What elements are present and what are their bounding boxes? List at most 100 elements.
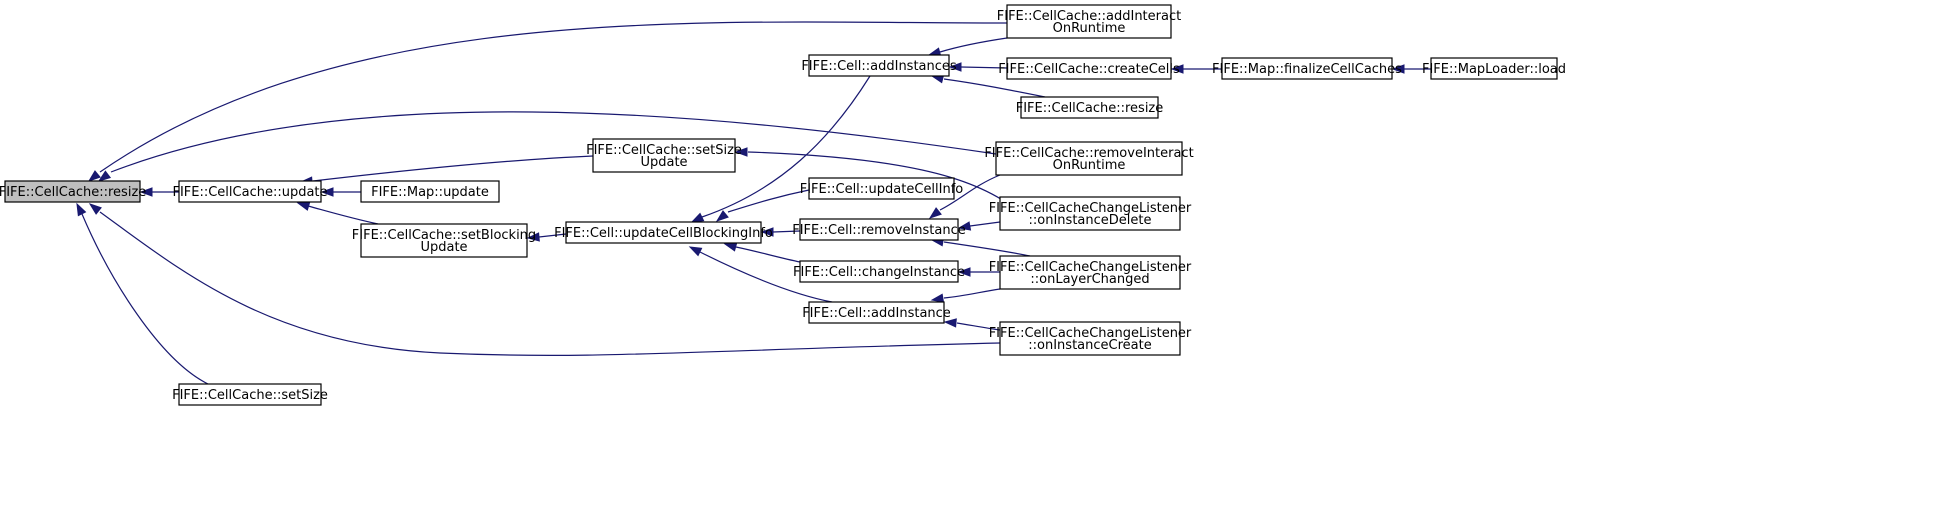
edge-olc-to-addi — [930, 288, 1001, 303]
node-box — [178, 383, 322, 406]
node-label: FIFE::Cell::addInstance — [802, 306, 951, 321]
edge-line — [312, 155, 594, 182]
node-addinsts[interactable]: FIFE::Cell::addInstances — [801, 54, 957, 77]
node-remi[interactable]: FIFE::Cell::removeInstance — [792, 218, 966, 241]
edge-mll-to-fcc — [1391, 64, 1431, 74]
node-cc[interactable]: FIFE::CellCache::createCells — [998, 57, 1180, 80]
edge-line — [99, 211, 1001, 356]
node-label: FIFE::Cell::updateCellInfo — [800, 182, 964, 197]
arrowhead-icon — [943, 318, 957, 328]
edge-ccsbu-to-ccupd — [296, 201, 379, 225]
node-fcc[interactable]: FIFE::Map::finalizeCellCaches — [1212, 57, 1402, 80]
node-label: FIFE::Cell::removeInstance — [792, 223, 965, 238]
arrowhead-icon — [87, 170, 101, 182]
node-label: FIFE::Cell::addInstances — [801, 59, 957, 74]
node-box — [999, 321, 1181, 356]
arrowhead-icon — [320, 187, 334, 197]
edge-line — [701, 75, 871, 218]
node-box — [1430, 57, 1558, 80]
edge-ccset-to-root — [76, 202, 209, 385]
edge-olc-to-chgi — [957, 267, 1000, 277]
edges-layer — [76, 21, 1431, 385]
arrowhead-icon — [948, 62, 962, 72]
node-ucbi[interactable]: FIFE::Cell::updateCellBlockingInfo — [554, 221, 773, 244]
edge-line — [110, 111, 997, 173]
edge-aior-to-root — [87, 21, 1008, 182]
node-olc[interactable]: FIFE::CellCacheChangeListener::onLayerCh… — [989, 255, 1192, 290]
node-label: ::onLayerChanged — [1030, 272, 1149, 287]
edge-cc-to-addinsts — [948, 62, 1008, 72]
arrowhead-icon — [88, 203, 102, 215]
arrowhead-icon — [139, 187, 153, 197]
node-label: FIFE::Map::finalizeCellCaches — [1212, 62, 1402, 77]
edge-oic-to-root — [88, 203, 1001, 356]
edge-line — [735, 246, 801, 263]
node-ccupd[interactable]: FIFE::CellCache::update — [172, 180, 328, 203]
node-label: FIFE::CellCache::addInteract — [997, 9, 1181, 24]
node-ccres2[interactable]: FIFE::CellCache::resize — [1016, 96, 1164, 119]
node-box — [178, 180, 322, 203]
edge-line — [307, 205, 379, 225]
node-label: ::onInstanceCreate — [1028, 338, 1151, 353]
node-chgi[interactable]: FIFE::Cell::changeInstance — [793, 260, 965, 283]
node-label: FIFE::CellCache::resize — [0, 185, 146, 200]
arrowhead-icon — [97, 170, 112, 182]
arrowhead-icon — [930, 293, 945, 303]
node-box — [4, 180, 141, 203]
edge-chgi-to-ucbi — [723, 242, 801, 263]
node-addi[interactable]: FIFE::Cell::addInstance — [802, 301, 951, 324]
node-label: FIFE::CellCacheChangeListener — [989, 260, 1192, 275]
arrowhead-icon — [1391, 64, 1405, 74]
node-oid[interactable]: FIFE::CellCacheChangeListener::onInstanc… — [989, 196, 1192, 231]
edge-line — [772, 230, 801, 233]
arrowhead-icon — [723, 242, 738, 252]
arrowhead-icon — [526, 232, 540, 242]
node-ccset[interactable]: FIFE::CellCache::setSize — [172, 383, 328, 406]
arrowhead-icon — [928, 207, 942, 219]
edge-line — [969, 221, 1001, 227]
edge-addi-to-ucbi — [688, 246, 833, 303]
node-label: FIFE::CellCacheChangeListener — [989, 326, 1192, 341]
edge-line — [699, 251, 833, 303]
arrowhead-icon — [734, 147, 748, 157]
node-label: FIFE::Cell::changeInstance — [793, 265, 965, 280]
node-label: FIFE::CellCache::resize — [1016, 101, 1164, 116]
node-label: FIFE::CellCache::update — [172, 185, 327, 200]
node-label: OnRuntime — [1053, 158, 1126, 173]
node-box — [1006, 4, 1172, 39]
node-box — [565, 221, 762, 244]
edge-oid-to-remi — [957, 221, 1001, 231]
arrowhead-icon — [957, 221, 972, 231]
node-label: FIFE::CellCache::createCells — [998, 62, 1180, 77]
arrowhead-icon — [760, 227, 774, 237]
node-label: FIFE::CellCache::setSize — [586, 143, 742, 158]
node-label: FIFE::CellCache::removeInteract — [984, 146, 1193, 161]
node-box — [999, 255, 1181, 290]
node-mll[interactable]: FIFE::MapLoader::load — [1422, 57, 1566, 80]
node-uci[interactable]: FIFE::Cell::updateCellInfo — [800, 177, 964, 200]
node-oic[interactable]: FIFE::CellCacheChangeListener::onInstanc… — [989, 321, 1192, 356]
node-root[interactable]: FIFE::CellCache::resize — [0, 180, 146, 203]
edge-line — [99, 21, 1008, 173]
node-box — [799, 260, 959, 283]
node-label: FIFE::Map::update — [371, 185, 489, 200]
node-mapupd[interactable]: FIFE::Map::update — [360, 180, 500, 203]
edge-line — [939, 37, 1008, 53]
arrowhead-icon — [690, 212, 705, 223]
edge-uci-to-ucbi — [715, 189, 810, 222]
edge-ccupd-to-root — [139, 187, 179, 197]
node-label: ::onInstanceDelete — [1029, 213, 1152, 228]
node-box — [360, 180, 500, 203]
node-box — [1020, 96, 1159, 119]
node-box — [995, 141, 1183, 176]
edge-oic-to-addi — [943, 318, 1001, 331]
edge-fcc-to-cc — [1170, 64, 1222, 74]
edge-rior-to-remi — [928, 174, 1001, 219]
arrowhead-icon — [957, 267, 971, 277]
arrowhead-icon — [715, 210, 729, 222]
edge-line — [943, 288, 1001, 299]
